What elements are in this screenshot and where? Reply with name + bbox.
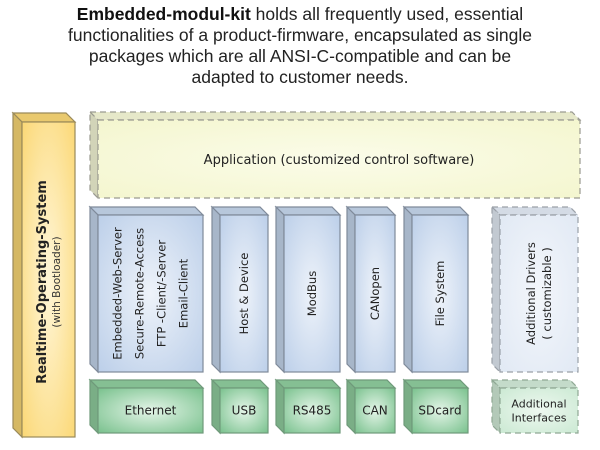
application-label: Application (customized control software…	[204, 153, 475, 168]
product-name: Embedded-modul-kit	[76, 4, 251, 24]
middleware-label-5-line: ( customizable )	[540, 247, 554, 339]
middleware-box-3-front-face	[354, 214, 396, 373]
middleware-label-2-line: ModBus	[305, 271, 319, 316]
middleware-label-1-line: Host & Device	[237, 253, 251, 335]
interface-box-0-side-face	[89, 378, 99, 435]
interface-label-0: Ethernet	[125, 404, 177, 418]
interface-label-4: SDcard	[418, 404, 461, 418]
middleware-box-0-top-face	[88, 206, 205, 216]
interface-label-2: RS485	[293, 404, 332, 418]
interface-box-3	[345, 378, 397, 435]
interface-label-3-line: CAN	[362, 404, 388, 418]
middleware-box-1	[210, 205, 270, 374]
middleware-label-3-line: CANopen	[368, 267, 382, 320]
middleware-box-3-side-face	[346, 205, 356, 374]
description-line-4: adapted to customer needs.	[191, 67, 409, 87]
rtos-box-front-face	[21, 121, 76, 438]
middleware-box-4-side-face	[403, 205, 413, 374]
rtos-subtitle: (with Bootloader)	[51, 236, 63, 327]
description-line-3: packages which are all ANSI-C-compatible…	[88, 46, 512, 66]
middleware-box-0-side-face	[89, 205, 99, 374]
middleware-label-0-line: Embedded-Web-Server	[111, 227, 125, 360]
interface-box-5-front-face	[499, 387, 579, 434]
interface-label-0-line: Ethernet	[125, 404, 177, 418]
middleware-box-2-front-face	[283, 214, 341, 373]
interface-box-4-top-face	[402, 379, 470, 389]
interface-label-2-line: RS485	[293, 404, 332, 418]
application-box	[88, 110, 582, 200]
rtos-box-top-face	[11, 112, 77, 123]
interface-box-2-side-face	[275, 378, 285, 435]
middleware-label-5-line: Additional Drivers	[524, 242, 538, 345]
middleware-box-1-front-face	[219, 214, 269, 373]
middleware-box-4-top-face	[402, 206, 470, 216]
interface-label-3: CAN	[362, 404, 388, 418]
interface-box-5	[490, 378, 580, 435]
middleware-box-2-top-face	[274, 206, 342, 216]
interface-box-0-top-face	[88, 379, 205, 389]
interface-label-1: USB	[232, 404, 257, 418]
interface-box-3-side-face	[346, 378, 356, 435]
middleware-label-1: Host & Device	[237, 253, 251, 335]
middleware-label-2: ModBus	[305, 271, 319, 316]
application-box-top-face	[88, 111, 582, 121]
rtos-title: Realtime-Operating-System	[35, 180, 50, 384]
middleware-box-2-side-face	[275, 205, 285, 374]
middleware-box-0-front-face	[97, 214, 204, 373]
interface-box-0-front-face	[97, 387, 204, 434]
interface-box-3-front-face	[354, 387, 396, 434]
middleware-label-0-line: FTP -Client/-Server	[155, 240, 169, 347]
interface-box-4-front-face	[411, 387, 469, 434]
middleware-box-5-side-face	[491, 205, 501, 374]
interface-box-5-top-face	[490, 379, 580, 389]
interface-box-2	[274, 378, 342, 435]
interface-label-5-line: Additional	[511, 397, 566, 410]
interface-box-1-top-face	[210, 379, 270, 389]
interface-box-4-side-face	[403, 378, 413, 435]
middleware-box-5-top-face	[490, 206, 580, 216]
middleware-label-0-line: Email-Client	[177, 258, 191, 328]
middleware-box-5	[490, 205, 580, 374]
interface-label-4-line: SDcard	[418, 404, 461, 418]
rtos-box	[11, 111, 77, 439]
description-text: Embedded-modul-kit holds all frequently …	[0, 4, 600, 88]
interface-box-0	[88, 378, 205, 435]
middleware-box-2	[274, 205, 342, 374]
middleware-box-3	[345, 205, 397, 374]
interface-box-1-side-face	[211, 378, 221, 435]
interface-box-5-side-face	[491, 378, 501, 435]
description-line-2: functionalities of a product-firmware, e…	[68, 25, 532, 45]
middleware-box-1-side-face	[211, 205, 221, 374]
middleware-box-1-top-face	[210, 206, 270, 216]
rtos-box-side-face	[12, 111, 23, 439]
application-box-side-face	[89, 110, 99, 200]
middleware-box-5-front-face	[499, 214, 579, 373]
interface-label-1-line: USB	[232, 404, 257, 418]
middleware-label-4: File System	[433, 261, 447, 327]
interface-box-4	[402, 378, 470, 435]
interface-box-1-front-face	[219, 387, 269, 434]
interface-label-5-line: Interfaces	[512, 411, 567, 424]
middleware-label-0: Embedded-Web-Server Secure-Remote-Access F…	[111, 227, 191, 360]
middleware-label-3: CANopen	[368, 267, 382, 320]
description-line-1: Embedded-modul-kit holds all frequently …	[76, 4, 524, 24]
middleware-box-4-front-face	[411, 214, 469, 373]
middleware-label-4-line: File System	[433, 261, 447, 327]
interface-box-2-top-face	[274, 379, 342, 389]
middleware-label-0-line: Secure-Remote-Access	[133, 228, 147, 359]
rtos-label: Realtime-Operating-System(with Bootloade…	[35, 180, 63, 384]
application-box-front-face	[97, 119, 581, 199]
middleware-box-0	[88, 205, 205, 374]
interface-box-2-front-face	[283, 387, 341, 434]
middleware-box-4	[402, 205, 470, 374]
middleware-label-5: Additional Drivers( customizable )	[524, 242, 554, 345]
interface-box-1	[210, 378, 270, 435]
